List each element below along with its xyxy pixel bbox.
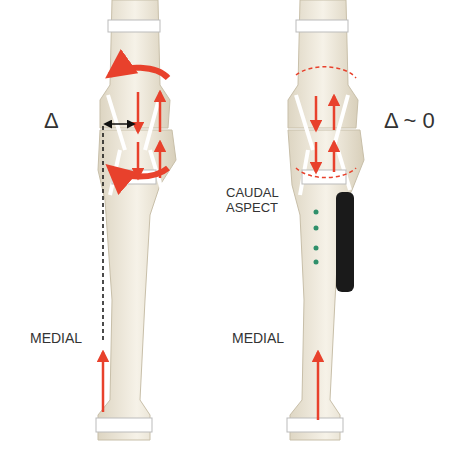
offset-value: Δ ~ 0 — [384, 108, 435, 133]
right-limb — [287, 0, 364, 440]
view-label: CAUDAL ASPECT — [226, 186, 286, 216]
left-limb — [96, 0, 176, 440]
side-label: MEDIAL — [30, 330, 82, 346]
side-label: MEDIAL — [232, 330, 284, 346]
offset-symbol: Δ — [44, 108, 59, 133]
